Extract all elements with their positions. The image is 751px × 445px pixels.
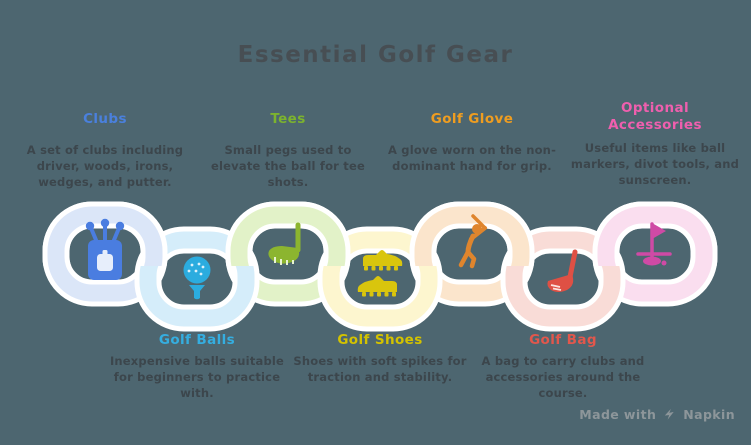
golfer-swing-icon [458, 214, 487, 269]
golf-bag-icon [85, 218, 125, 280]
watermark: Made with Napkin [579, 407, 735, 422]
chain-link-golf-shoes [322, 231, 438, 327]
chain-links-bottom [134, 226, 626, 332]
diagram-title: Essential Golf Gear [237, 42, 514, 68]
chain-icons [85, 214, 672, 300]
item-golf-glove: Golf Glove A glove worn on the non-domin… [384, 100, 560, 175]
golf-driver-icon [268, 222, 301, 265]
item-description: A bag to carry clubs and accessories aro… [481, 353, 645, 400]
item-label: Golf Balls [158, 332, 236, 348]
golf-flag-icon [636, 222, 672, 266]
item-label: Golf Shoes [337, 332, 423, 348]
golf-shoes-icon [357, 250, 403, 297]
napkin-logo-icon [665, 408, 674, 420]
item-description: Shoes with soft spikes for traction and … [293, 353, 467, 384]
item-label: Tees [270, 110, 306, 127]
item-tees: Tees Small pegs used to elevate the ball… [200, 100, 376, 191]
item-description: A set of clubs including driver, woods, … [26, 143, 184, 189]
golf-ball-on-tee-icon [183, 256, 211, 300]
item-label: Golf Glove [430, 110, 514, 127]
watermark-brand: Napkin [683, 407, 735, 422]
item-clubs: Clubs A set of clubs including driver, w… [17, 100, 193, 191]
item-golf-shoes: Golf Shoes Shoes with soft spikes for tr… [292, 332, 468, 386]
golf-iron-icon [547, 249, 578, 292]
item-golf-balls: Golf Balls Inexpensive balls suitable fo… [109, 332, 285, 401]
chain-link-golf-balls [139, 231, 255, 327]
item-description: Useful items like ball markers, divot to… [570, 141, 740, 187]
item-description: A glove worn on the non-dominant hand fo… [387, 143, 557, 173]
item-label: Golf Bag [529, 332, 597, 348]
chain-link-golf-bag [505, 231, 621, 327]
item-label: Clubs [83, 110, 127, 127]
item-golf-bag: Golf Bag A bag to carry clubs and access… [475, 332, 651, 401]
item-description: Inexpensive balls suitable for beginners… [109, 353, 285, 400]
item-label: Optional Accessories [608, 100, 702, 133]
watermark-text: Made with [579, 407, 657, 422]
item-optional-accessories: Optional Accessories Useful items like b… [567, 98, 743, 189]
item-description: Small pegs used to elevate the ball for … [211, 143, 365, 189]
